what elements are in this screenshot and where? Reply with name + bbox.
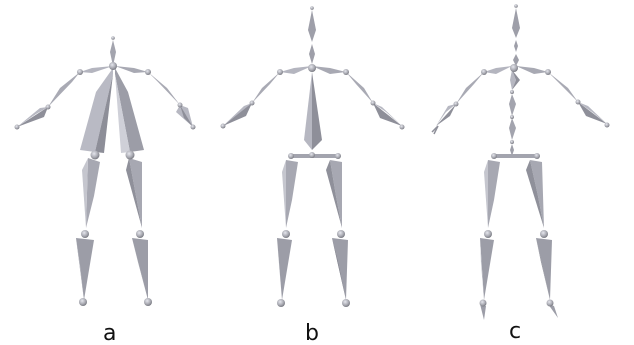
- joint: [400, 125, 405, 130]
- panel-label-a: a: [103, 321, 116, 345]
- bone: [484, 66, 512, 74]
- joint: [343, 69, 349, 75]
- bone: [536, 238, 552, 300]
- bone: [456, 72, 484, 104]
- bone: [346, 72, 373, 103]
- joint: [480, 300, 487, 307]
- bone: [484, 160, 488, 228]
- bone: [488, 160, 500, 228]
- skeleton-c: c: [432, 4, 610, 344]
- bone: [86, 158, 100, 228]
- joint: [136, 230, 144, 238]
- joint: [282, 230, 290, 238]
- bone: [578, 102, 607, 124]
- joint: [337, 230, 345, 238]
- joint: [481, 69, 487, 75]
- joint: [81, 230, 89, 238]
- bone: [129, 158, 142, 228]
- joint: [605, 123, 610, 128]
- bone: [309, 44, 315, 64]
- bone: [277, 238, 292, 300]
- joint: [309, 152, 315, 158]
- skeleton-b: b: [221, 6, 405, 345]
- bone: [80, 66, 113, 73]
- panel-label-c: c: [509, 319, 521, 344]
- bone: [48, 72, 80, 107]
- joint: [335, 153, 341, 159]
- joint: [221, 124, 226, 129]
- bone: [76, 238, 94, 300]
- bone: [480, 238, 494, 300]
- bone: [292, 154, 338, 158]
- bone: [312, 72, 322, 150]
- joint: [514, 4, 518, 8]
- bone: [282, 160, 286, 228]
- skeleton-a: a: [15, 36, 196, 345]
- joint: [491, 153, 497, 159]
- joint: [540, 230, 548, 238]
- bone: [330, 160, 342, 228]
- bone: [115, 66, 148, 73]
- joint: [126, 151, 135, 160]
- joint: [308, 64, 316, 72]
- bone: [252, 72, 280, 103]
- joint: [510, 90, 514, 94]
- bone: [312, 66, 346, 74]
- joint: [547, 300, 554, 307]
- joint: [191, 125, 196, 130]
- bone: [148, 72, 180, 105]
- joint: [145, 69, 151, 75]
- joint: [576, 100, 581, 105]
- joint: [288, 153, 294, 159]
- joint: [310, 6, 314, 10]
- joint: [277, 299, 285, 307]
- joint: [46, 105, 51, 110]
- bone: [304, 72, 312, 150]
- bone: [512, 8, 520, 38]
- joint: [510, 64, 518, 72]
- bone: [495, 154, 537, 158]
- joint: [342, 299, 350, 307]
- bone: [286, 160, 298, 228]
- bone: [332, 238, 348, 300]
- joint: [77, 69, 83, 75]
- joint: [371, 101, 376, 106]
- joint: [144, 298, 152, 306]
- bone: [17, 107, 48, 127]
- joint: [510, 140, 514, 144]
- joint: [277, 69, 283, 75]
- bone: [308, 10, 316, 42]
- bone: [548, 72, 578, 102]
- joint: [454, 102, 459, 107]
- bone: [514, 40, 518, 52]
- joint: [545, 69, 551, 75]
- bone: [516, 66, 548, 74]
- joint: [178, 103, 183, 108]
- bone: [509, 94, 516, 116]
- bone: [280, 66, 312, 74]
- joint: [534, 153, 540, 159]
- joint: [79, 298, 87, 306]
- joint: [510, 115, 514, 119]
- joint: [91, 151, 100, 160]
- joint: [15, 125, 20, 130]
- joint: [109, 62, 117, 70]
- joint: [250, 101, 255, 106]
- bone: [510, 70, 516, 90]
- bone: [509, 118, 516, 140]
- bone: [373, 103, 402, 126]
- bone: [436, 104, 456, 126]
- panel-label-b: b: [305, 321, 319, 345]
- joint: [111, 36, 115, 40]
- joint: [484, 230, 492, 238]
